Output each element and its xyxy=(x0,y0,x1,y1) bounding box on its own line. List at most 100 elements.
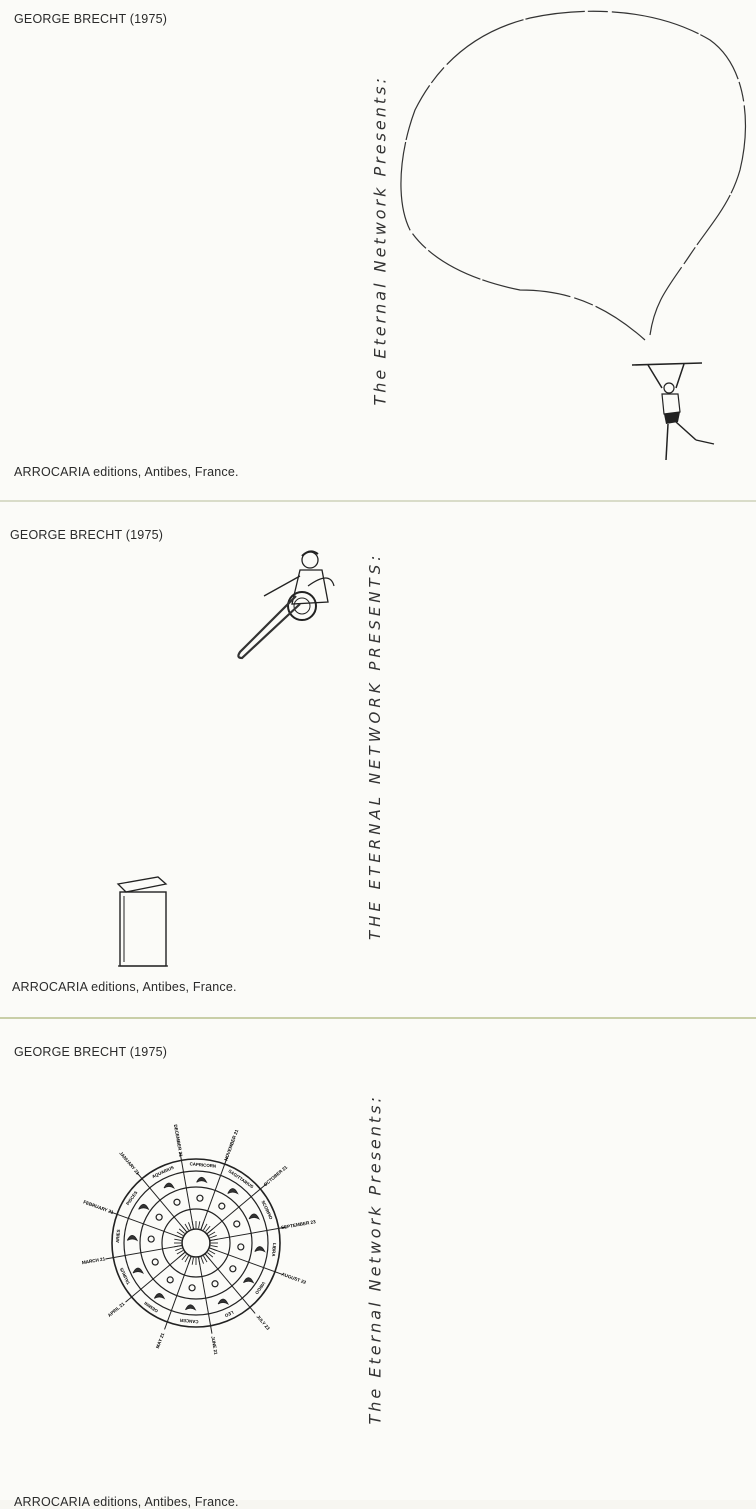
zodiac-inner-symbol xyxy=(229,1265,237,1273)
sun-ray xyxy=(184,1223,189,1231)
sun-ray xyxy=(188,1256,192,1264)
card-title-vertical: THE ETERNAL NETWORK PRESENTS: xyxy=(366,551,384,940)
zodiac-spoke xyxy=(179,1152,195,1230)
zodiac-sign-label: LEO xyxy=(223,1310,234,1319)
zodiac-spoke xyxy=(125,1251,186,1303)
zodiac-sign-icon xyxy=(138,1203,150,1211)
zodiac-date-label: NOVEMBER 21 xyxy=(223,1128,239,1161)
sun-ray xyxy=(209,1247,217,1251)
zodiac-spoke xyxy=(164,1255,192,1330)
sun-ray xyxy=(181,1225,187,1232)
author-credit: GEORGE BRECHT (1975) xyxy=(14,1045,168,1059)
zodiac-date-label: AUGUST 22 xyxy=(281,1272,307,1286)
sun-ray xyxy=(203,1223,208,1231)
zodiac-inner-symbol xyxy=(196,1194,204,1202)
sun-ray xyxy=(200,1222,204,1230)
zodiac-date-label: SEPTEMBER 23 xyxy=(281,1219,317,1230)
postcard-2: GEORGE BRECHT (1975) THE ETERNAL NETWORK… xyxy=(0,502,756,1017)
zodiac-inner-symbol xyxy=(147,1235,155,1243)
zodiac-sign-icon xyxy=(227,1188,239,1195)
zodiac-sign-label: SCORPIO xyxy=(260,1200,273,1221)
zodiac-inner-symbol xyxy=(151,1258,159,1266)
acrobat-on-bar-illustration xyxy=(631,362,715,461)
sun-ray xyxy=(174,1245,182,1248)
zodiac-inner-symbol xyxy=(211,1280,219,1288)
zodiac-sign-icon xyxy=(254,1246,266,1253)
zodiac-sign-icon xyxy=(163,1182,175,1190)
sun-ray xyxy=(198,1257,201,1265)
publisher-credit: ARROCARIA editions, Antibes, France. xyxy=(14,1495,239,1509)
zodiac-sign-icon xyxy=(153,1293,166,1300)
author-credit: GEORGE BRECHT (1975) xyxy=(10,528,164,542)
sun-ray xyxy=(207,1252,214,1258)
zodiac-sign-icon xyxy=(196,1176,208,1184)
zodiac-date-label: FEBRUARY 21 xyxy=(83,1199,115,1215)
sun-ray xyxy=(178,1252,185,1258)
zodiac-date-label: MAY 21 xyxy=(155,1332,165,1349)
author-credit: GEORGE BRECHT (1975) xyxy=(14,12,168,26)
sun-ray xyxy=(184,1255,189,1263)
sun-ray xyxy=(176,1250,184,1255)
publisher-credit: ARROCARIA editions, Antibes, France. xyxy=(12,980,237,994)
zodiac-spoke xyxy=(136,1172,188,1233)
sun-ray xyxy=(208,1231,216,1236)
zodiac-sign-label: LIBRA xyxy=(271,1243,277,1258)
lectern-illustration xyxy=(116,876,168,967)
sun-ray xyxy=(188,1222,192,1230)
sun-ray xyxy=(203,1255,208,1263)
sun-ray xyxy=(207,1228,214,1234)
zodiac-inner-symbol xyxy=(166,1276,174,1284)
zodiac-date-label: DECEMBER 21 xyxy=(173,1124,184,1157)
sun-ray xyxy=(191,1257,194,1265)
zodiac-date-label: OCTOBER 21 xyxy=(263,1164,289,1187)
zodiac-spoke xyxy=(208,1247,283,1275)
zodiac-spoke xyxy=(105,1244,183,1260)
zodiac-date-label: JANUARY 21 xyxy=(118,1151,140,1176)
zodiac-inner-symbol xyxy=(237,1243,245,1251)
sun-ray xyxy=(191,1221,194,1229)
zodiac-sign-icon xyxy=(185,1304,197,1311)
sun-ray xyxy=(174,1238,182,1241)
zodiac-inner-symbol xyxy=(155,1213,163,1221)
sun-ray xyxy=(210,1245,218,1248)
zodiac-sign-icon xyxy=(126,1235,139,1242)
zodiac-sign-label: AQUARIUS xyxy=(151,1165,174,1179)
postcard-1: GEORGE BRECHT (1975) The Eternal Network… xyxy=(0,0,756,500)
zodiac-date-label: MARCH 21 xyxy=(82,1256,106,1265)
zodiac-spoke xyxy=(197,1256,213,1334)
zodiac-inner-symbol xyxy=(188,1284,196,1292)
zodiac-spoke xyxy=(200,1156,228,1231)
zodiac-date-label: APRIL 21 xyxy=(107,1301,126,1318)
zodiac-sign-icon xyxy=(217,1298,230,1306)
zodiac-sign-label: PISCES xyxy=(125,1190,138,1206)
card-title-vertical: The Eternal Network Presents: xyxy=(365,1094,385,1425)
zodiac-inner-symbol xyxy=(173,1198,181,1206)
zodiac-sign-icon xyxy=(132,1267,144,1275)
card-separator xyxy=(0,1017,756,1019)
sun-ray xyxy=(210,1238,218,1241)
zodiac-date-label: JULY 23 xyxy=(255,1314,270,1331)
zodiac-inner-symbol xyxy=(218,1202,226,1210)
zodiac-inner-symbol xyxy=(233,1220,241,1228)
zodiac-date-label: JUNE 21 xyxy=(210,1336,218,1356)
zodiac-sign-icon xyxy=(243,1277,255,1284)
sun-ray xyxy=(208,1250,216,1255)
trombone-player-illustration xyxy=(237,550,335,660)
card-separator xyxy=(0,500,756,502)
zodiac-sign-icon xyxy=(248,1213,260,1221)
sun-ray xyxy=(175,1235,183,1239)
zodiac-spoke xyxy=(204,1253,256,1314)
zodiac-sign-label: ARIES xyxy=(115,1229,121,1243)
sun-ray xyxy=(175,1247,183,1251)
sun-ray xyxy=(176,1231,184,1236)
speech-balloon-illustration xyxy=(400,10,747,341)
zodiac-spoke xyxy=(209,1226,287,1242)
sun-ray xyxy=(178,1228,185,1234)
sun-ray xyxy=(198,1221,201,1229)
sun-ray xyxy=(181,1254,187,1261)
zodiac-wheel-illustration: CAPRICORNSAGITTARIUSSCORPIOLIBRAVIRGOLEO… xyxy=(82,1124,317,1356)
zodiac-spoke xyxy=(109,1211,184,1239)
zodiac-spoke xyxy=(206,1183,267,1235)
sun-ray xyxy=(205,1254,211,1261)
